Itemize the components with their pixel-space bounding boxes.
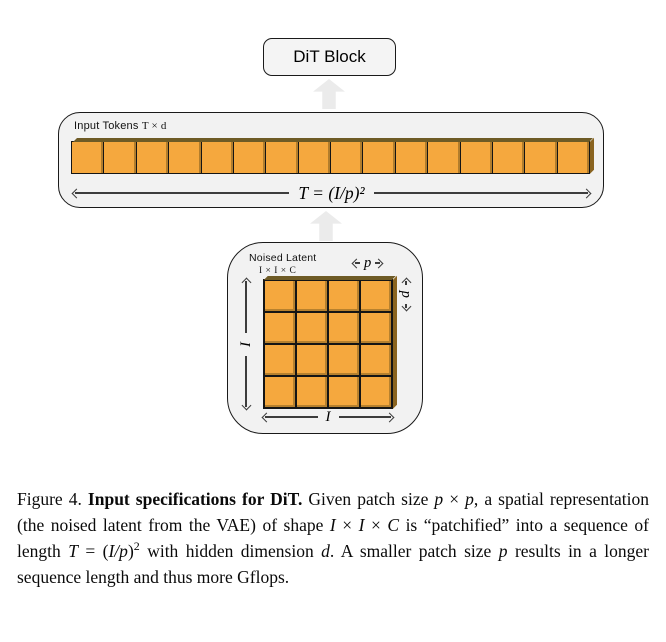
input-tokens-panel: Input Tokens T × d T = (I/p)² bbox=[58, 112, 604, 208]
latent-shape-label: I × I × C bbox=[259, 266, 297, 276]
latent-cell bbox=[296, 312, 328, 344]
token-cell bbox=[363, 142, 396, 173]
latent-height-label: I bbox=[237, 341, 254, 347]
latent-cell bbox=[264, 280, 296, 312]
latent-height-arrow: I bbox=[237, 277, 254, 411]
arrowhead-left-icon bbox=[351, 258, 362, 268]
token-cell bbox=[201, 142, 234, 173]
patch-height-arrow: p bbox=[397, 277, 415, 315]
latent-cell bbox=[264, 376, 296, 408]
token-cell bbox=[169, 142, 202, 173]
token-cell bbox=[492, 142, 526, 173]
token-cell bbox=[428, 142, 461, 173]
token-cell bbox=[104, 142, 137, 173]
input-tokens-label-text: Input Tokens bbox=[74, 120, 142, 132]
latent-width-label: I bbox=[325, 408, 331, 425]
noised-latent-title: Noised Latent bbox=[249, 252, 317, 264]
latent-grid bbox=[263, 279, 393, 409]
latent-cell bbox=[328, 280, 360, 312]
latent-cell bbox=[360, 280, 392, 312]
latent-cell bbox=[328, 344, 360, 376]
caption-figure-number: Figure 4. bbox=[17, 489, 88, 509]
latent-cell bbox=[296, 280, 328, 312]
token-cell bbox=[460, 142, 493, 173]
latent-cell bbox=[296, 376, 328, 408]
arrowhead-left-icon bbox=[71, 188, 82, 198]
arrowhead-up-icon bbox=[401, 277, 411, 288]
caption-bold-title: Input specifications for DiT. bbox=[87, 489, 303, 509]
latent-cell bbox=[360, 376, 392, 408]
token-cell bbox=[298, 142, 331, 173]
token-cell bbox=[525, 142, 558, 173]
latent-cell bbox=[296, 344, 328, 376]
latent-cell bbox=[360, 344, 392, 376]
up-arrow-icon bbox=[313, 79, 345, 109]
dit-block-label: DiT Block bbox=[293, 47, 366, 66]
token-cell bbox=[136, 142, 170, 173]
arrowhead-up-icon bbox=[241, 277, 251, 288]
dit-block-box: DiT Block bbox=[263, 38, 396, 76]
latent-cell bbox=[328, 376, 360, 408]
token-cell bbox=[72, 142, 105, 173]
patch-height-label: p bbox=[398, 290, 415, 298]
token-cell bbox=[395, 142, 429, 173]
patch-width-arrow: p bbox=[351, 254, 401, 271]
latent-cell bbox=[264, 312, 296, 344]
arrowhead-left-icon bbox=[261, 412, 272, 422]
sequence-length-label: T = (I/p)² bbox=[298, 182, 365, 203]
arrowhead-down-icon bbox=[241, 400, 251, 411]
latent-width-arrow: I bbox=[261, 408, 395, 426]
token-cell bbox=[233, 142, 267, 173]
latent-cell bbox=[360, 312, 392, 344]
latent-cell bbox=[264, 344, 296, 376]
noised-latent-panel: Noised Latent I × I × C p p I bbox=[227, 242, 423, 434]
token-cell bbox=[557, 142, 589, 173]
patch-width-label: p bbox=[364, 254, 372, 271]
token-row bbox=[71, 141, 590, 174]
arrowhead-right-icon bbox=[373, 258, 384, 268]
up-arrow-icon bbox=[310, 211, 342, 241]
figure-caption: Figure 4. Input specifications for DiT. … bbox=[17, 489, 650, 587]
input-tokens-dims-text: T × d bbox=[141, 120, 167, 132]
latent-cell bbox=[328, 312, 360, 344]
arrowhead-right-icon bbox=[581, 188, 592, 198]
input-tokens-label: Input Tokens T × d bbox=[74, 120, 167, 132]
token-cell bbox=[266, 142, 299, 173]
caption-superscript: 2 bbox=[133, 539, 140, 554]
arrowhead-right-icon bbox=[384, 412, 395, 422]
arrowhead-down-icon bbox=[401, 301, 411, 311]
token-cell bbox=[331, 142, 364, 173]
sequence-length-arrow: T = (I/p)² bbox=[71, 181, 592, 205]
